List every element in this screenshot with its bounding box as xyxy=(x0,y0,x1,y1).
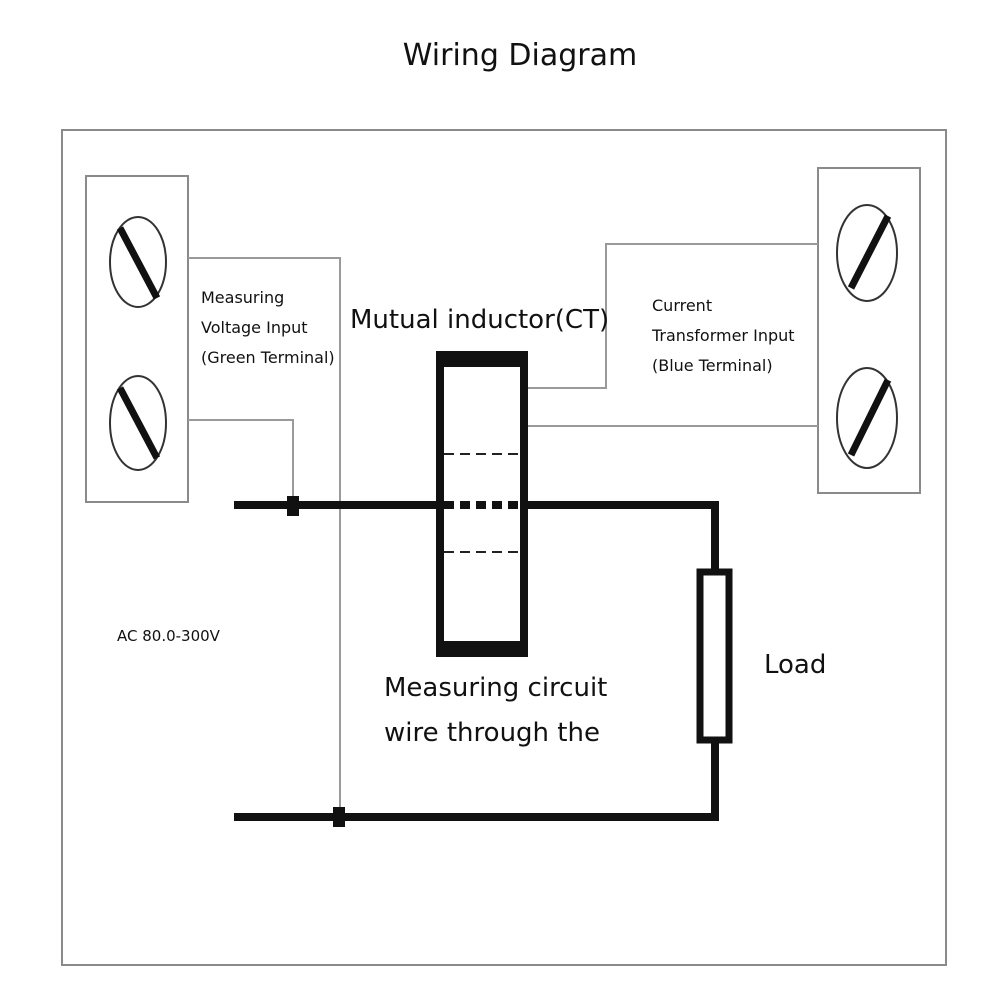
current-transformer-icon xyxy=(436,351,528,657)
current-terminal-block xyxy=(817,167,921,494)
screw-terminal-icon xyxy=(836,204,898,302)
screw-terminal-icon xyxy=(109,375,167,471)
voltage-wire-top xyxy=(188,257,341,812)
screw-terminal-icon xyxy=(109,216,167,308)
diagram-title: Wiring Diagram xyxy=(403,38,637,73)
ct-wire-top xyxy=(526,243,818,389)
ct-label: Mutual inductor(CT) xyxy=(350,305,609,335)
screw-terminal-icon xyxy=(836,367,898,469)
live-wire-right xyxy=(524,501,719,572)
ac-voltage-label: AC 80.0-300V xyxy=(117,627,221,645)
board-border xyxy=(61,129,947,966)
voltage-wire-bottom xyxy=(188,419,294,505)
load-label: Load xyxy=(764,650,826,680)
junction-dot xyxy=(287,496,299,516)
mains-wires xyxy=(234,501,719,821)
neutral-wire xyxy=(234,740,719,821)
load-resistor-icon xyxy=(696,568,733,744)
thin-wires xyxy=(188,243,818,812)
current-input-label: Current Transformer Input (Blue Terminal… xyxy=(651,296,800,375)
voltage-input-label: Measuring Voltage Input (Green Terminal) xyxy=(201,288,335,367)
measuring-circuit-label: Measuring circuit wire through the xyxy=(384,673,616,748)
voltage-terminal-block xyxy=(85,175,189,503)
junction-dot xyxy=(333,807,345,827)
